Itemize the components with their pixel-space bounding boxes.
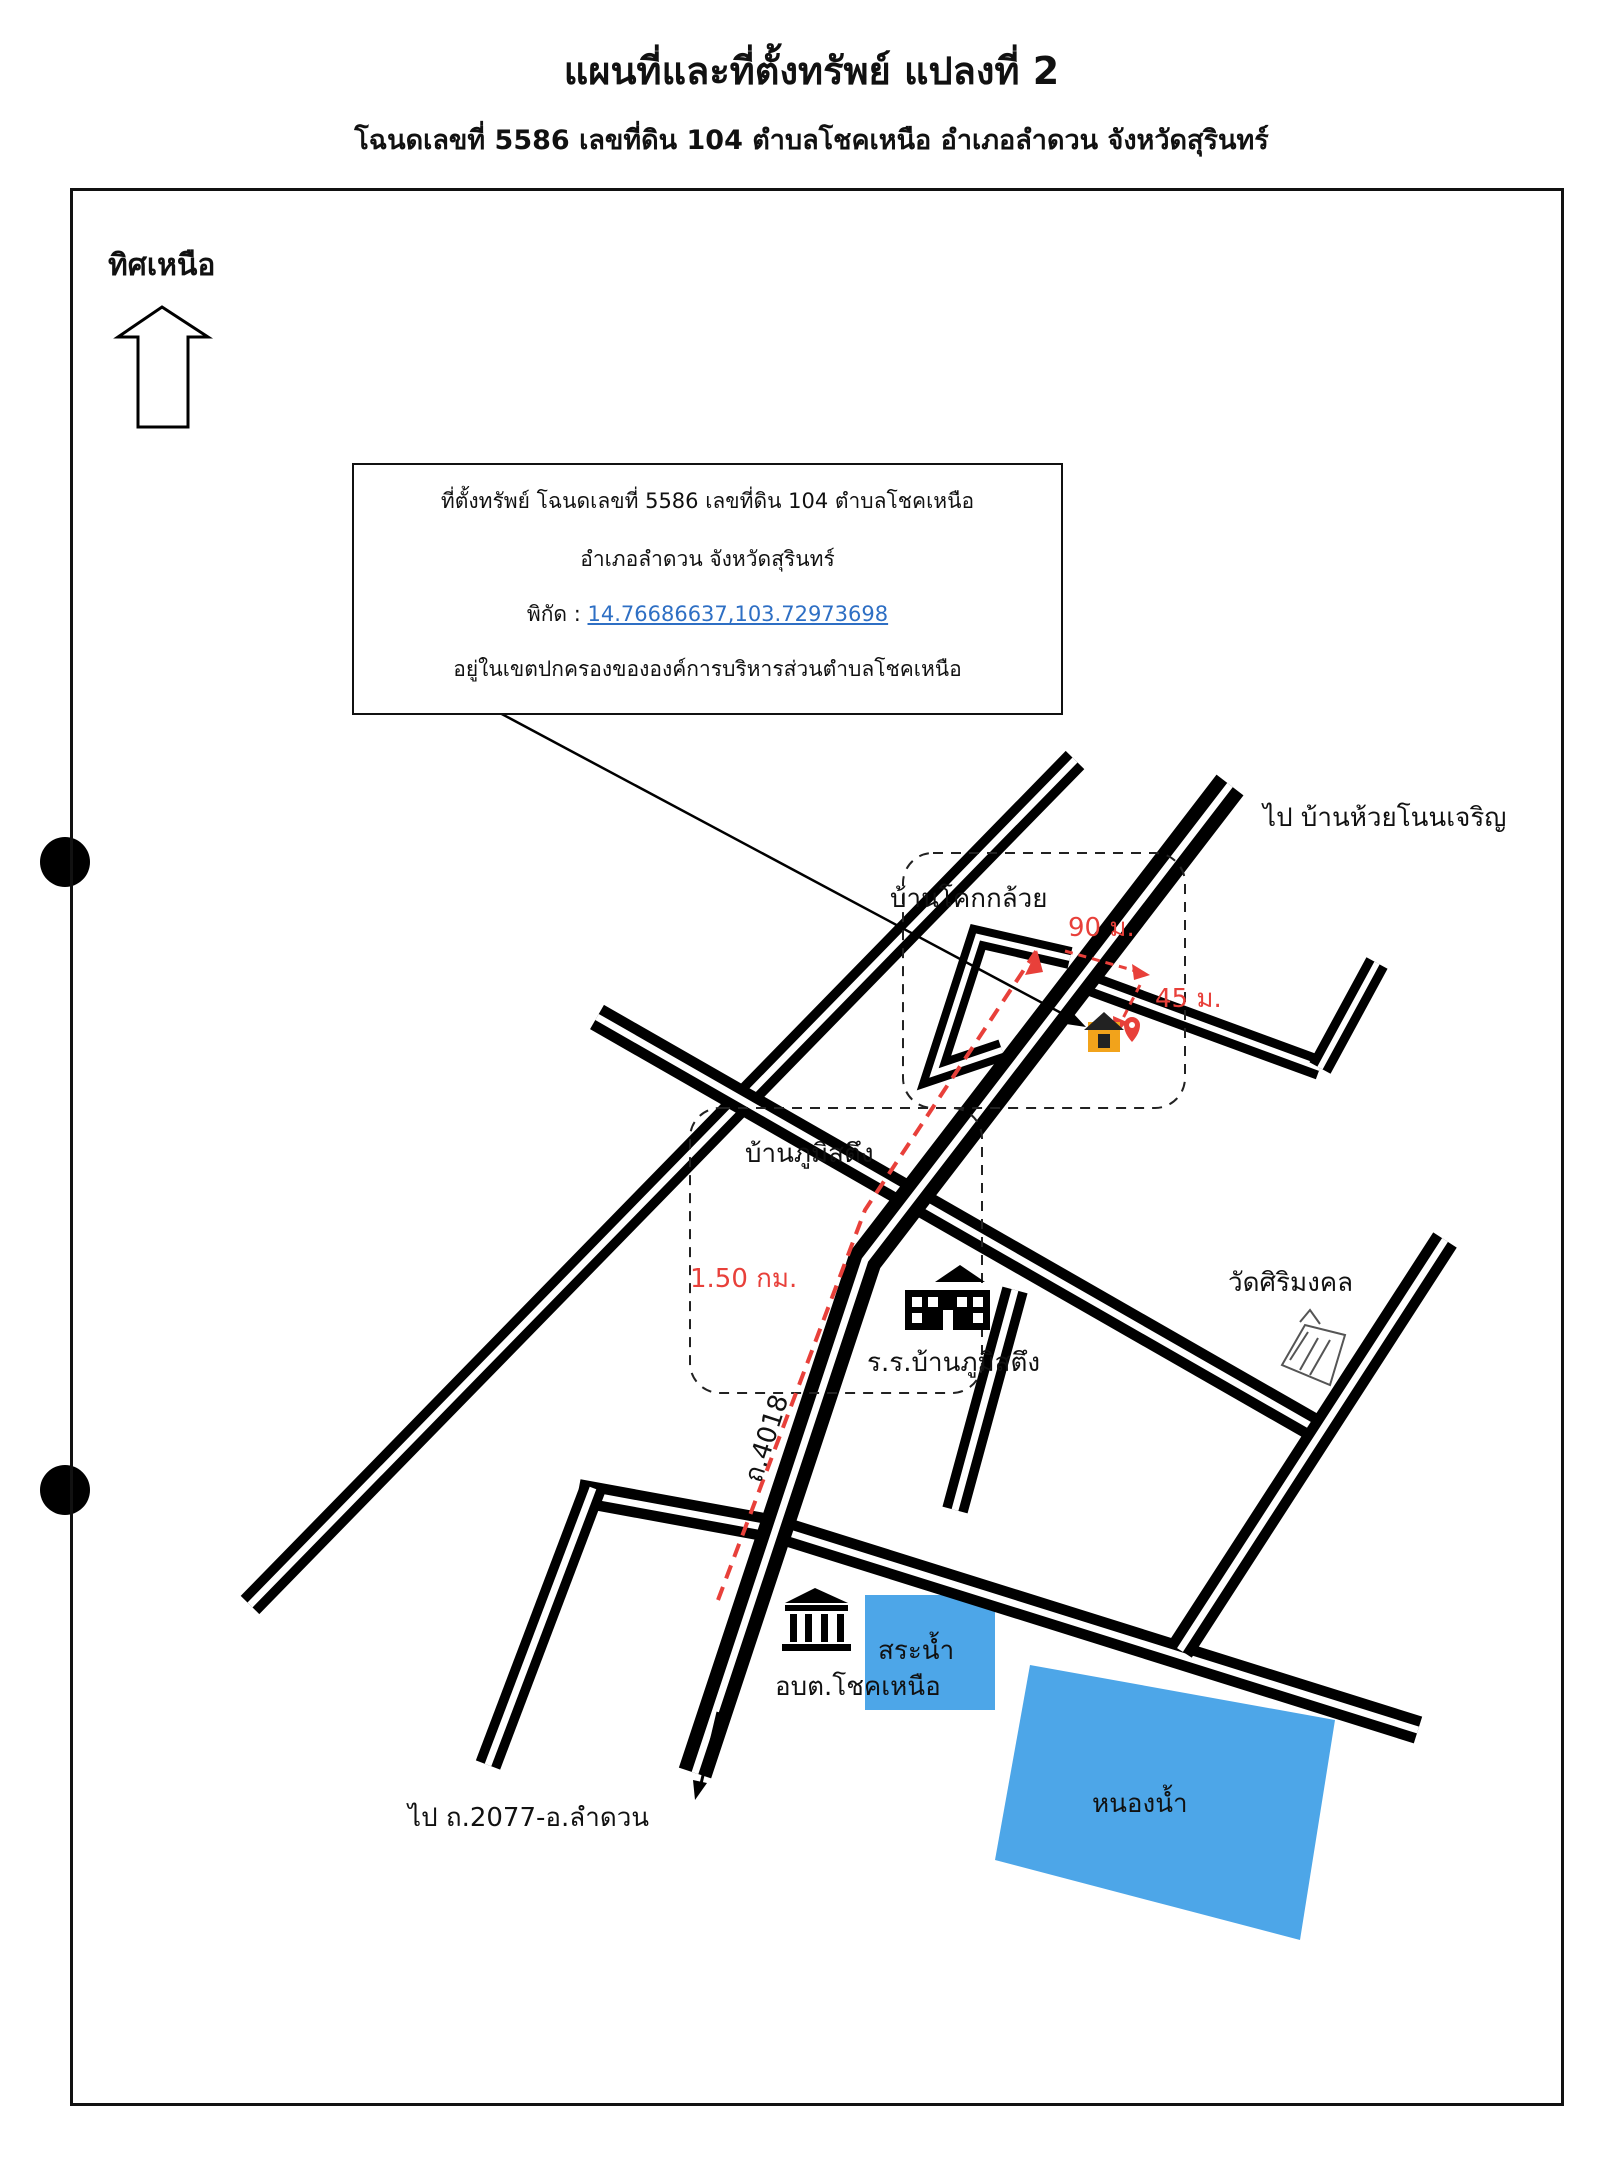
label-village-khok-kluai: บ้านโคกกล้วย — [890, 884, 1048, 914]
south-arrow-head — [693, 1780, 707, 1800]
info-coordinates: พิกัด : 14.76686637,103.72973698 — [354, 598, 1061, 631]
north-arrow-icon — [113, 305, 214, 429]
info-line-2: อำเภอลำดวน จังหวัดสุรินทร์ — [580, 547, 835, 571]
lake-area — [995, 1665, 1335, 1940]
info-line-4: อยู่ในเขตปกครองขององค์การบริหารส่วนตำบลโ… — [453, 657, 962, 681]
map-frame — [70, 188, 1564, 2106]
label-subdistrict-office: อบต.โชคเหนือ — [775, 1672, 941, 1702]
label-temple: วัดศิริมงคล — [1228, 1268, 1354, 1298]
road-network — [240, 750, 1457, 1779]
north-label: ทิศเหนือ — [108, 248, 216, 283]
coord-label: พิกัด : — [526, 602, 588, 626]
house-marker-icon — [1084, 1012, 1124, 1052]
leader-line — [497, 710, 1079, 1024]
label-to-south: ไป ถ.2077-อ.ลำดวน — [408, 1803, 650, 1833]
temple-icon — [1280, 1308, 1347, 1387]
page-title: แผนที่และที่ตั้งทรัพย์ แปลงที่ 2 — [563, 49, 1060, 93]
property-info-box: ที่ตั้งทรัพย์ โฉนดเลขที่ 5586 เลขที่ดิน … — [352, 463, 1063, 715]
binder-hole-top — [40, 837, 90, 887]
info-line-1: ที่ตั้งทรัพย์ โฉนดเลขที่ 5586 เลขที่ดิน … — [440, 489, 975, 513]
label-pond: สระน้ำ — [878, 1636, 955, 1666]
route-arrow-head — [1025, 950, 1043, 975]
label-distance-90m: 90 ม. — [1068, 913, 1135, 943]
label-distance-150km: 1.50 กม. — [690, 1264, 798, 1294]
pond-area — [865, 1595, 995, 1710]
page-subtitle: โฉนดเลขที่ 5586 เลขที่ดิน 104 ตำบลโชคเหน… — [354, 125, 1269, 156]
leader-arrow-head — [1066, 1012, 1086, 1027]
label-to-north: ไป บ้านห้วยโนนเจริญ — [1263, 803, 1507, 833]
coord-link[interactable]: 14.76686637,103.72973698 — [587, 602, 889, 626]
binder-hole-bottom — [40, 1465, 90, 1515]
village-area-phum-sateung — [689, 1107, 983, 1394]
dim-arrow-90 — [1132, 964, 1150, 980]
label-distance-45m: 45 ม. — [1155, 984, 1222, 1014]
label-school: ร.ร.บ้านภูมิสตึง — [867, 1348, 1041, 1378]
school-icon — [905, 1265, 990, 1330]
label-lake: หนองน้ำ — [1092, 1789, 1188, 1819]
village-area-khok-kluai — [902, 852, 1186, 1109]
route-path — [716, 948, 1039, 1601]
south-arrow-line — [698, 1711, 720, 1789]
location-pin-icon — [1124, 1017, 1140, 1042]
government-office-icon — [782, 1588, 851, 1651]
label-village-phum-sateung: บ้านภูมิสตึง — [745, 1139, 874, 1169]
